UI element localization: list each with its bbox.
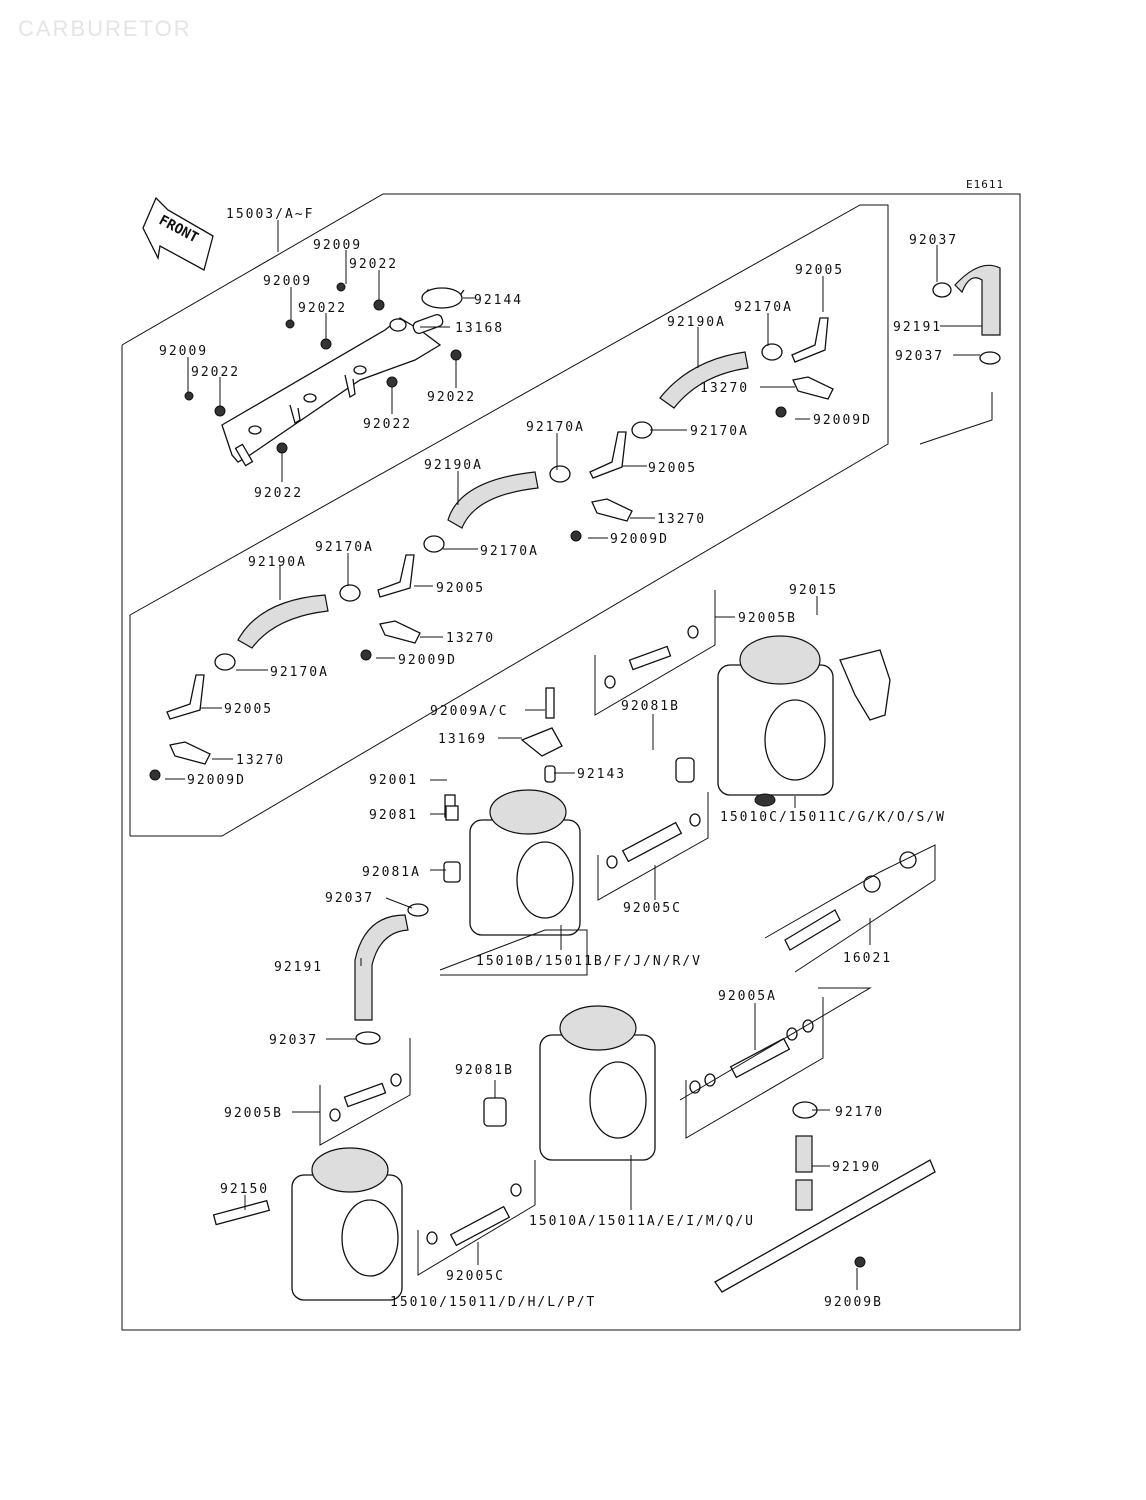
part-label: 92190A (424, 458, 483, 473)
vent-leader-line (919, 392, 993, 445)
part-label: 15003/A~F (226, 207, 314, 222)
part-label: 92005C (623, 901, 682, 916)
part-label: 92037 (909, 233, 958, 248)
clamps-92170A (214, 343, 783, 671)
leader-lines (165, 220, 982, 1301)
group-line-b (439, 929, 588, 976)
part-label: 92037 (269, 1033, 318, 1048)
part-label: 92009D (187, 773, 246, 788)
assembly-box (129, 204, 889, 837)
part-label: 92022 (349, 257, 398, 272)
carburetor-b (469, 789, 581, 936)
part-label: 92143 (577, 767, 626, 782)
part-label: 92170A (270, 665, 329, 680)
joint-92005B-top (594, 590, 716, 716)
part-label: 15010A/15011A/E/I/M/Q/U (529, 1214, 755, 1229)
part-label: 92009A/C (430, 704, 509, 719)
part-label: 92022 (254, 486, 303, 501)
part-label: 92150 (220, 1182, 269, 1197)
spring-92144 (421, 287, 465, 309)
part-label: 92022 (427, 390, 476, 405)
holder-bracket (221, 317, 442, 467)
part-label: 16021 (843, 951, 892, 966)
part-label: 92170A (690, 424, 749, 439)
carburetor-a (539, 1005, 656, 1161)
group-line-a (679, 987, 872, 1101)
part-label: 92005A (718, 989, 777, 1004)
part-label: 92081A (362, 865, 421, 880)
carburetor-c (717, 635, 834, 807)
part-label: 92009D (610, 532, 669, 547)
group-line-16021 (764, 844, 936, 973)
part-label: 92190 (832, 1160, 881, 1175)
part-label: 13270 (700, 381, 749, 396)
front-arrow-icon: FRONT (142, 196, 214, 271)
part-label: 13168 (455, 321, 504, 336)
part-label: 92144 (474, 293, 523, 308)
carburetor-base (291, 1147, 403, 1301)
part-label: 92001 (369, 773, 418, 788)
part-label: 15010/15011/D/H/L/P/T (390, 1295, 596, 1310)
part-label: 15010B/15011B/F/J/N/R/V (476, 954, 702, 969)
part-label: 92022 (298, 301, 347, 316)
part-label: 92190A (248, 555, 307, 570)
drawing-code: E1611 (966, 178, 1005, 191)
part-label: 92009D (398, 653, 457, 668)
part-label: 92009 (263, 274, 312, 289)
joint-92005B-left (319, 1038, 411, 1146)
part-label: 92170A (315, 540, 374, 555)
joint-92005A (685, 997, 824, 1139)
part-label: 92022 (191, 365, 240, 380)
part-label: 92005 (436, 581, 485, 596)
part-label: 92005 (795, 263, 844, 278)
part-label: 92009 (159, 344, 208, 359)
part-labels: 15003/A~F 92009 92022 92009 92144 92022 … (159, 207, 958, 1310)
part-label: 92170A (526, 420, 585, 435)
fuel-hoses-92190A (237, 351, 749, 649)
fittings-92005 (166, 317, 829, 720)
vent-hose-92191-top (932, 264, 1001, 365)
part-label: 13270 (236, 753, 285, 768)
part-label: 92191 (274, 960, 323, 975)
part-label: 92081B (455, 1063, 514, 1078)
part-label: 13169 (438, 732, 487, 747)
part-label: 15010C/15011C/G/K/O/S/W (720, 810, 946, 825)
part-label: 92037 (895, 349, 944, 364)
part-label: 13270 (657, 512, 706, 527)
part-label: 92037 (325, 891, 374, 906)
part-label: 92005B (738, 611, 797, 626)
part-label: 13270 (446, 631, 495, 646)
small-parts (212, 687, 936, 1293)
part-label: 92170A (480, 544, 539, 559)
part-label: 92005C (446, 1269, 505, 1284)
part-label: 92081B (621, 699, 680, 714)
part-label: 92009B (824, 1295, 883, 1310)
joint-92005C-mid (597, 792, 709, 901)
part-label: 92005 (648, 461, 697, 476)
part-label: 92191 (893, 320, 942, 335)
part-label: 92022 (363, 417, 412, 432)
screws-92009D (149, 406, 787, 781)
part-label: 92190A (667, 315, 726, 330)
plates-13270 (169, 376, 834, 765)
part-label: 92015 (789, 583, 838, 598)
link-13168 (412, 313, 444, 335)
outer-frame (121, 193, 1021, 1331)
part-label: 92005 (224, 702, 273, 717)
part-label: 92009 (313, 238, 362, 253)
screws-92009 (184, 282, 346, 401)
page-watermark: CARBURETOR (18, 16, 192, 41)
part-label: 92170 (835, 1105, 884, 1120)
part-label: 92170A (734, 300, 793, 315)
part-label: 92005B (224, 1106, 283, 1121)
bracket-right (839, 649, 891, 721)
part-label: 92009D (813, 413, 872, 428)
joint-92005C-bottom (417, 1160, 536, 1276)
part-label: 92081 (369, 808, 418, 823)
